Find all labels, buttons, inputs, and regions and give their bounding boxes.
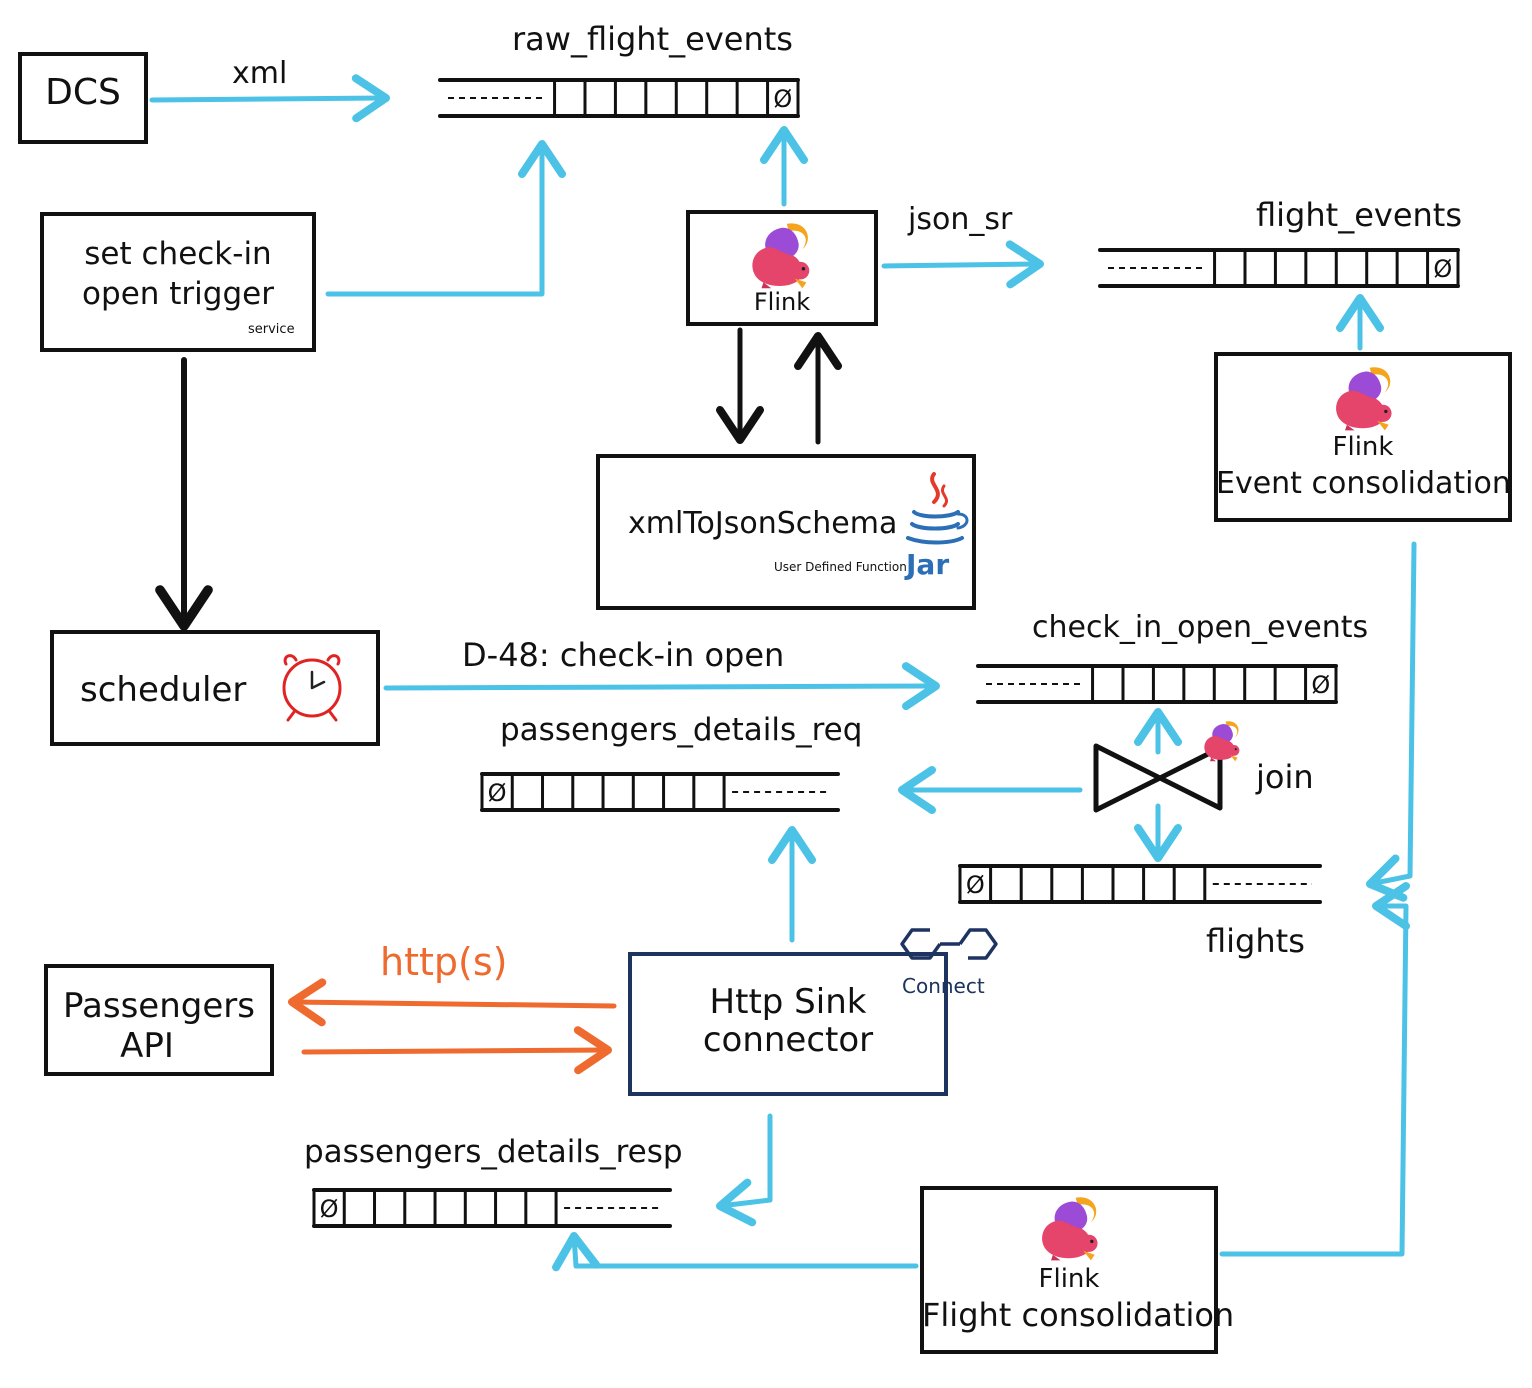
trigger-label-line1: set check-in [84, 236, 272, 272]
topic-passengers-details-resp-name: passengers_details_resp [304, 1134, 683, 1170]
topic-flights-name: flights [1206, 922, 1305, 960]
http-sink-line1: Http Sink [709, 982, 867, 1022]
topic-flights-log[interactable]: Ø [958, 864, 1322, 904]
connect-badge-label: Connect [902, 974, 985, 998]
topics-layer: Ø Ø Ø Ø Ø Ø [312, 78, 1460, 1228]
arrow-eventcons-to-flights [1366, 541, 1417, 902]
java-cup-icon [906, 472, 969, 545]
join-bowtie-icon [1093, 743, 1223, 813]
http-sink-line2: connector [702, 1020, 874, 1060]
topic-flight-events-name: flight_events [1256, 196, 1462, 234]
topic-offset-marker: Ø [488, 779, 507, 807]
eventcons-label: Event consolidation [1216, 466, 1511, 501]
connect-icon [900, 928, 998, 960]
edge-json-sr-label: json_sr [908, 202, 1013, 237]
arrow-trigger-to-raw [325, 140, 566, 297]
arrow-sink-to-api [288, 978, 617, 1027]
scheduler-label: scheduler [80, 670, 247, 710]
topic-check-in-open-events-log[interactable]: Ø [976, 664, 1338, 704]
eventcons-flink-label: Flink [1332, 432, 1394, 462]
flight-consolidation-box[interactable] [920, 1186, 1218, 1354]
dcs-box[interactable] [18, 52, 148, 144]
join-flink-squirrel-icon [1204, 721, 1240, 762]
arrow-api-to-sink [301, 1026, 612, 1075]
scheduler-box[interactable] [50, 630, 380, 746]
topic-offset-marker: Ø [1311, 671, 1330, 699]
trigger-box[interactable] [40, 212, 316, 352]
passengers-api-box[interactable] [44, 964, 274, 1076]
trigger-sub-label: service [248, 322, 295, 337]
http-sink-box[interactable] [628, 952, 948, 1096]
edge-join-label: join [1256, 758, 1314, 796]
topic-offset-marker: Ø [1433, 255, 1452, 283]
edge-http-label: http(s) [380, 940, 508, 984]
arrow-flightcons-to-resp [552, 1232, 919, 1272]
topic-flight-events-log[interactable]: Ø [1098, 248, 1460, 288]
arrow-flightcons-to-flights [1219, 882, 1410, 1257]
topic-raw-flight-events-name: raw_flight_events [512, 20, 793, 58]
edge-xml-label: xml [232, 56, 288, 91]
topic-passengers-details-req-log[interactable]: Ø [480, 772, 840, 812]
flightcons-label: Flight consolidation [922, 1296, 1235, 1334]
trigger-label-line2: open trigger [82, 276, 274, 312]
passengers-api-line1: Passengers [63, 986, 255, 1026]
topic-raw-flight-events-log[interactable]: Ø [438, 78, 800, 118]
flink-main-label: Flink [753, 288, 811, 316]
arrows-layer [149, 74, 1417, 1272]
flightcons-flink-label: Flink [1038, 1264, 1100, 1294]
passengers-api-line2: API [120, 1026, 174, 1066]
arrow-flink-to-flight-events [881, 240, 1044, 289]
jar-label: Jar [906, 548, 950, 581]
topic-offset-marker: Ø [966, 871, 985, 899]
topic-offset-marker: Ø [320, 1195, 339, 1223]
edge-d48-label: D-48: check-in open [462, 636, 785, 674]
dcs-label: DCS [45, 72, 121, 113]
arrow-scheduler-to-checkin [383, 662, 940, 711]
topic-check-in-open-events-name: check_in_open_events [1032, 610, 1369, 645]
topic-passengers-details-resp-log[interactable]: Ø [312, 1188, 672, 1228]
event-consolidation-box[interactable] [1214, 352, 1512, 522]
topic-passengers-details-req-name: passengers_details_req [500, 712, 863, 748]
arrow-sink-to-resp [716, 1113, 773, 1227]
topic-offset-marker: Ø [773, 85, 792, 113]
alarm-clock-icon [282, 654, 342, 722]
arrow-dcs-to-raw [149, 74, 390, 123]
udf-label: xmlToJsonSchema [628, 506, 898, 541]
udf-box[interactable] [596, 454, 976, 610]
udf-sub-label: User Defined Function [774, 560, 907, 574]
